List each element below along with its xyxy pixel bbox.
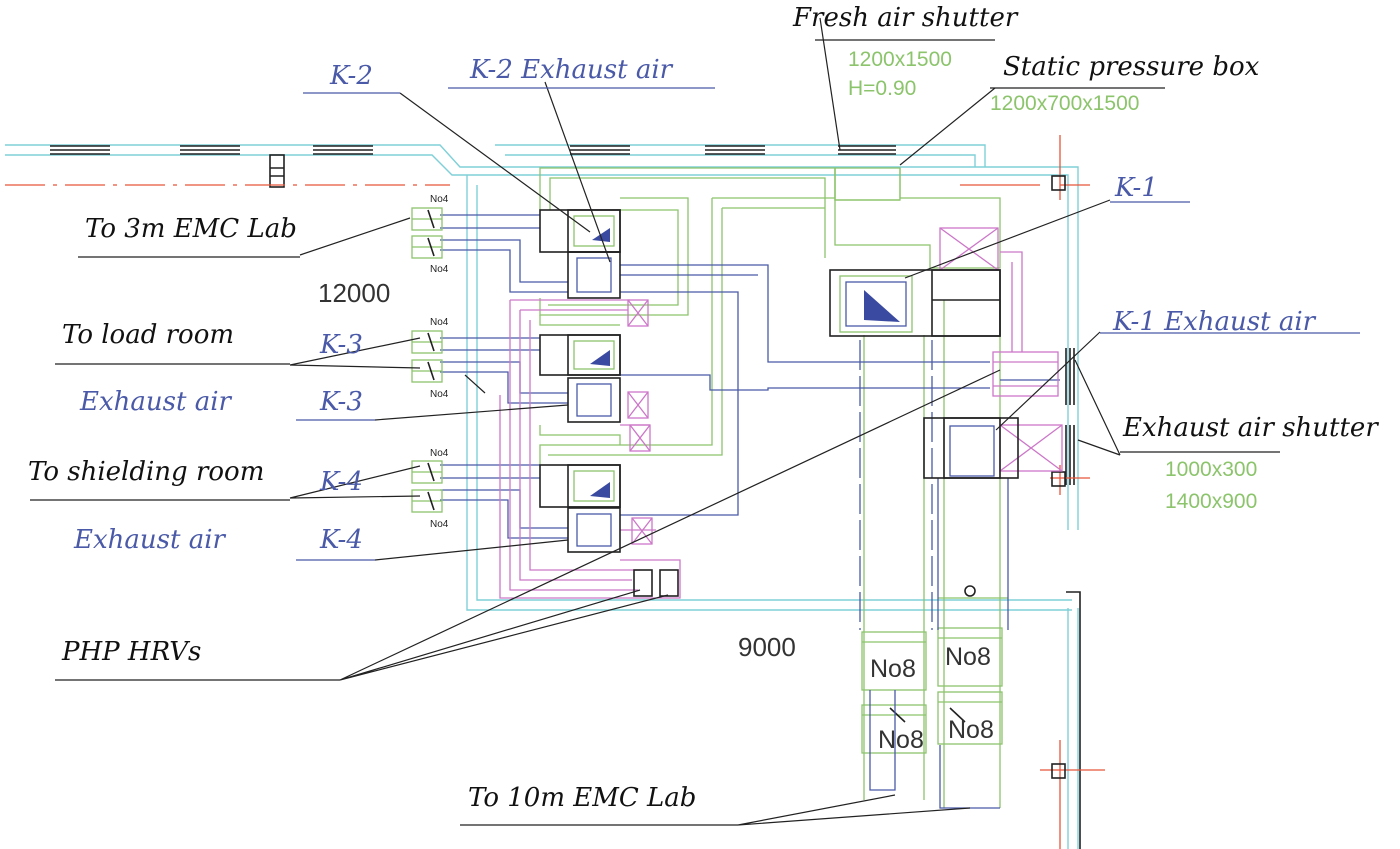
no4-label-2: No4 <box>430 264 449 275</box>
to-load-room-label: To load room <box>62 320 234 350</box>
exhaust-size-2-label: 1400x900 <box>1165 490 1257 513</box>
to-shielding-room-label: To shielding room <box>28 457 264 487</box>
static-pressure-box-label: Static pressure box <box>1003 52 1260 82</box>
k1-label: K-1 <box>1114 173 1158 203</box>
label-underlines <box>30 39 1360 826</box>
k4-label-b: K-4 <box>319 525 363 555</box>
no8-label-4: No8 <box>948 716 994 744</box>
dim-12000-label: 12000 <box>318 278 390 308</box>
php-hrvs-label: PHP HRVs <box>61 637 201 667</box>
k4-label-a: K-4 <box>319 467 363 497</box>
exhaust-air-3-label: Exhaust air <box>79 387 233 417</box>
k3-label-b: K-3 <box>319 387 363 417</box>
no4-label-5: No4 <box>430 448 449 459</box>
k3-label-a: K-3 <box>319 330 363 360</box>
fresh-air-height-label: H=0.90 <box>848 77 916 100</box>
building-walls <box>5 144 1081 849</box>
no4-label-6: No4 <box>430 519 449 530</box>
return-ducts <box>499 227 1063 599</box>
k2-exhaust-label: K-2 Exhaust air <box>469 55 674 85</box>
dim-9000-label: 9000 <box>738 632 796 662</box>
no8-label-1: No8 <box>870 655 916 683</box>
text-labels: Fresh air shutter 1200x1500 H=0.90 Stati… <box>28 3 1379 813</box>
exhaust-air-4-label: Exhaust air <box>73 525 227 555</box>
exhaust-size-1-label: 1000x300 <box>1165 458 1257 481</box>
k1-exhaust-label: K-1 Exhaust air <box>1112 307 1317 337</box>
to-10m-emc-lab-label: To 10m EMC Lab <box>468 783 696 813</box>
air-handling-units <box>539 167 1019 553</box>
no8-label-2: No8 <box>945 643 991 671</box>
no4-label-4: No4 <box>430 389 449 400</box>
exhaust-ducts <box>440 214 1060 630</box>
no4-label-3: No4 <box>430 317 449 328</box>
no4-label-1: No4 <box>430 194 449 205</box>
to-3m-emc-lab-label: To 3m EMC Lab <box>85 214 297 244</box>
fresh-air-shutter-label: Fresh air shutter <box>792 3 1019 33</box>
no4-dampers <box>411 207 443 513</box>
no8-label-3: No8 <box>878 726 924 754</box>
leader-lines <box>289 17 1121 826</box>
k2-label: K-2 <box>329 61 373 91</box>
static-pressure-size-label: 1200x700x1500 <box>990 92 1139 115</box>
fresh-air-size-label: 1200x1500 <box>848 48 952 71</box>
exhaust-air-shutter-label: Exhaust air shutter <box>1122 413 1379 443</box>
